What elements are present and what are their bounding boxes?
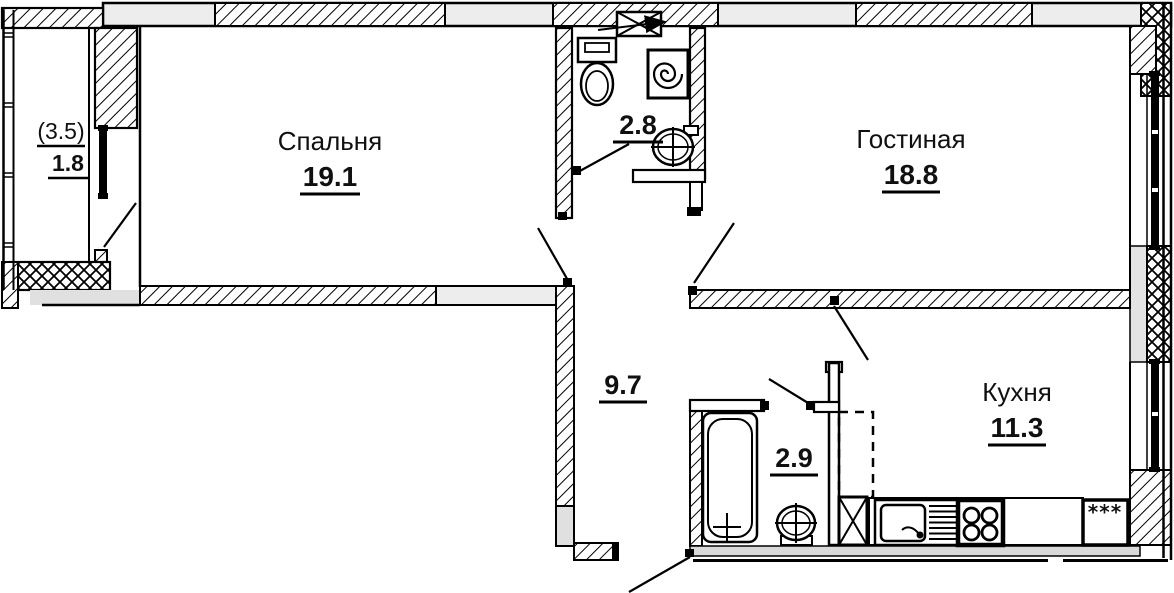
fridge-label: *** bbox=[1088, 500, 1122, 524]
living-room-name: Гостиная bbox=[856, 124, 965, 154]
kitchen-area: 11.3 bbox=[991, 412, 1044, 443]
hallway-area: 9.7 bbox=[604, 370, 642, 400]
kitchen-window bbox=[1146, 359, 1160, 472]
hallway-label: 9.7 bbox=[599, 370, 647, 404]
bathtub-icon bbox=[701, 411, 759, 544]
wall-hallway-left bbox=[555, 285, 575, 507]
wall-bath-top bbox=[688, 398, 766, 413]
living-room-area: 18.8 bbox=[884, 159, 939, 190]
balcony-door-swing bbox=[103, 202, 137, 248]
wall-balcony-top bbox=[0, 6, 105, 30]
kitchen-label: Кухня 11.3 bbox=[982, 377, 1052, 447]
wardrobe-dashed-outline bbox=[837, 410, 875, 499]
bathroom-area: 2.9 bbox=[775, 443, 813, 473]
wall-bath-left bbox=[689, 399, 703, 547]
wc-area: 2.8 bbox=[619, 110, 657, 140]
balcony-label: (3.5) 1.8 bbox=[37, 118, 90, 180]
bathroom-door-swing bbox=[768, 378, 814, 407]
wc-sink-icon bbox=[651, 125, 699, 167]
wall-wc-right bbox=[688, 26, 707, 180]
wc-door-swing bbox=[577, 143, 630, 173]
wall-living-bottom bbox=[689, 289, 1131, 309]
kitchen-counter: *** bbox=[868, 497, 1130, 548]
fridge-icon: *** bbox=[1081, 498, 1130, 547]
vent-shaft-icon bbox=[837, 495, 869, 547]
wall-bottom-slab bbox=[689, 545, 1141, 557]
balcony-area: 1.8 bbox=[52, 150, 84, 176]
bedroom-name: Спальня bbox=[278, 126, 382, 156]
doors bbox=[103, 143, 869, 593]
drainboard-lines bbox=[929, 505, 956, 540]
room-labels: Спальня 19.1 Гостиная 18.8 Кухня 11.3 2.… bbox=[37, 110, 1052, 477]
vent-duct-icon bbox=[597, 10, 667, 38]
living-room-window bbox=[1146, 71, 1160, 250]
entry-door-swing bbox=[628, 556, 691, 593]
bedroom-label: Спальня 19.1 bbox=[278, 126, 382, 196]
balcony-glazing-window bbox=[2, 10, 15, 290]
bedroom-door-swing bbox=[537, 227, 571, 285]
washing-machine-icon bbox=[646, 48, 690, 100]
bathroom-sink-icon bbox=[775, 503, 817, 546]
kitchen-name: Кухня bbox=[982, 377, 1052, 407]
toilet-icon bbox=[576, 36, 618, 107]
walls bbox=[0, 1, 1173, 562]
kitchen-sink-icon bbox=[873, 498, 960, 547]
living-room-door-swing bbox=[693, 222, 735, 284]
wall-bedroom-wc bbox=[554, 26, 574, 220]
wc-label: 2.8 bbox=[613, 110, 663, 144]
fixtures: *** bbox=[576, 10, 1130, 548]
balcony-door-window bbox=[98, 125, 108, 199]
living-room-label: Гостиная 18.8 bbox=[856, 124, 966, 194]
wall-bedroom-bottom bbox=[139, 285, 437, 306]
bedroom-area: 19.1 bbox=[303, 161, 358, 192]
kitchen-door-swing bbox=[833, 305, 869, 361]
balcony-area-total: (3.5) bbox=[37, 118, 84, 144]
bathroom-label: 2.9 bbox=[770, 443, 818, 477]
stove-icon bbox=[955, 497, 1006, 548]
windows bbox=[2, 10, 1160, 472]
